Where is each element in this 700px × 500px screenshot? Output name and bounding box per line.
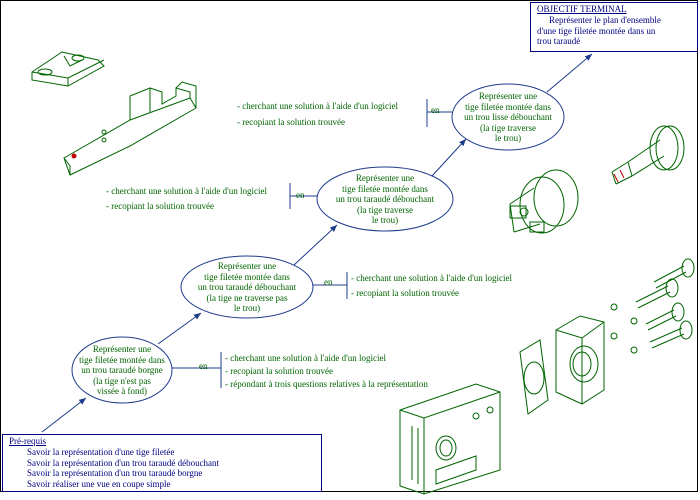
prereq-item: Savoir réaliser une vue en coupe simple — [27, 478, 171, 489]
part-drawing-housing — [509, 169, 579, 234]
arrow-step-2-to-3 — [293, 224, 338, 266]
step-4-method: - cherchant une solution à l'aide d'un l… — [237, 101, 398, 111]
step-3-method: - recopiant la solution trouvée — [106, 201, 214, 211]
prereq-box: Pré-requis Savoir la représentation d'un… — [2, 434, 322, 492]
part-drawing-shaft — [611, 125, 685, 185]
step-line: le trou) — [233, 303, 261, 313]
step-line: un trou taraudé débouchant — [335, 194, 435, 204]
step-1-method: - répondant à trois questions relatives … — [225, 379, 428, 389]
objective-title: OBJECTIF TERMINAL — [537, 4, 627, 14]
step-2-ellipse — [180, 255, 314, 319]
part-drawing-block — [63, 81, 197, 176]
step-4-ellipse — [451, 83, 565, 151]
arrow-step-4-to-objective — [546, 53, 593, 93]
step-line: tige filetée montée dans — [204, 271, 290, 282]
step-line: le trou) — [494, 133, 522, 143]
step-1-ellipse — [71, 336, 173, 404]
objective-line: Représenter le plan d'ensemble — [549, 15, 661, 25]
step-line: tige filetée montée dans — [79, 354, 165, 365]
prereq-item: Savoir la représentation d'un trou tarau… — [27, 457, 220, 468]
step-line: un trou lisse débouchant — [464, 112, 552, 122]
arrow-step-1-to-2 — [157, 312, 202, 345]
step-4-method: - recopiant la solution trouvée — [237, 117, 345, 127]
step-line: Représenter une — [217, 261, 277, 271]
step-4-text: Représenter une tige filetée montée dans… — [452, 91, 564, 144]
objective-box: OBJECTIF TERMINAL Représenter le plan d'… — [530, 2, 698, 52]
prereq-title: Pré-requis — [9, 436, 46, 446]
step-line: le trou) — [371, 215, 399, 225]
step-2-en: en — [324, 277, 333, 287]
prereq-item: Savoir la représentation d'une tige file… — [27, 447, 175, 457]
step-line: tige filetée montée dans — [465, 101, 551, 112]
step-1-text: Représenter une tige filetée montée dans… — [72, 344, 172, 397]
part-drawing-base — [399, 383, 501, 495]
step-line: (la tige traverse — [480, 122, 536, 133]
part-drawing-screws — [610, 258, 695, 354]
step-line: Représenter une — [478, 91, 538, 101]
step-1-en: en — [199, 361, 208, 371]
prereq-item: Savoir la représentation d'un trou tarau… — [27, 468, 203, 478]
part-drawing-flange — [519, 315, 605, 415]
step-line: (la tige n'est pas — [93, 375, 151, 386]
step-line: (la tige ne traverse pas — [206, 292, 288, 303]
step-1-method: - recopiant la solution trouvée — [225, 366, 333, 376]
step-2-text: Représenter une tige filetée montée dans… — [182, 261, 312, 314]
step-3-en: en — [296, 190, 305, 200]
step-line: Représenter une — [355, 173, 415, 183]
step-2-method: - cherchant une solution à l'aide d'un l… — [351, 273, 512, 283]
objective-line: d'une tige filetée montée dans un — [537, 25, 656, 36]
arrow-step-3-to-4 — [431, 138, 467, 177]
arrow-prereq-to-step-1 — [41, 397, 87, 433]
step-3-text: Représenter une tige filetée montée dans… — [317, 173, 453, 226]
step-line: Représenter une — [92, 344, 152, 354]
step-1-method: - cherchant une solution à l'aide d'un l… — [225, 353, 386, 363]
step-2-method: - recopiant la solution trouvée — [351, 288, 459, 298]
part-drawing-bracket — [31, 51, 105, 87]
step-line: (la tige traverse — [357, 204, 413, 215]
step-3-ellipse — [316, 166, 454, 232]
step-3-method: - cherchant une solution à l'aide d'un l… — [106, 186, 267, 196]
objective-line: trou taraudé — [537, 36, 581, 46]
step-line: vissée à fond) — [97, 386, 147, 396]
step-line: tige filetée montée dans — [342, 183, 428, 194]
step-line: un trou taraudé débouchant — [197, 282, 297, 292]
step-4-en: en — [431, 105, 440, 115]
step-line: un trou taraudé borgne — [81, 365, 163, 375]
